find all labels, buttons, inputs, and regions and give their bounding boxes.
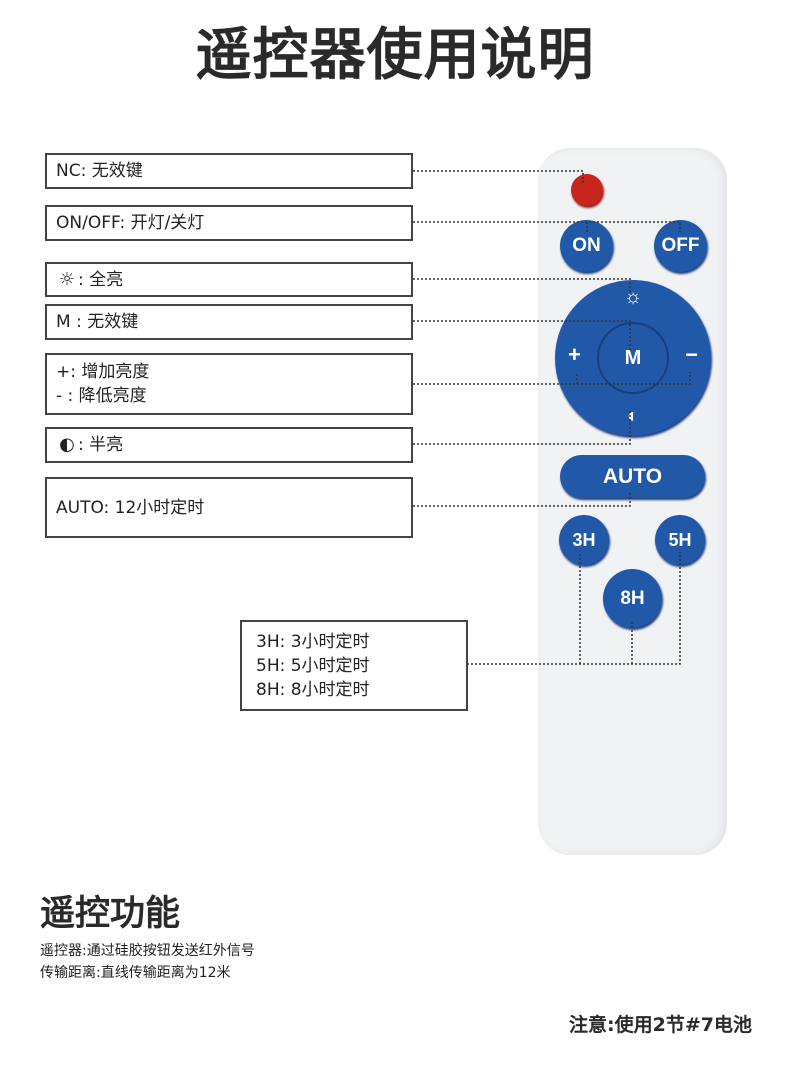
plus-button[interactable]: + <box>568 342 581 367</box>
full-brightness-button[interactable]: ☼ <box>623 286 643 308</box>
label-text: - : 降低亮度 <box>56 386 147 406</box>
off-button[interactable]: OFF <box>654 220 707 272</box>
label-half-brightness: ◐: 半亮 <box>45 427 413 463</box>
features-text: 遥控器:通过硅胶按钮发送红外信号 传输距离:直线传输距离为12米 <box>40 940 255 984</box>
page-title: 遥控器使用说明 <box>195 23 595 88</box>
m-button[interactable]: M <box>597 322 669 394</box>
label-hours: 3H: 3小时定时 5H: 5小时定时 8H: 8小时定时 <box>240 620 468 711</box>
battery-note: 注意:使用2节#7电池 <box>569 1014 752 1036</box>
label-m: M : 无效键 <box>45 304 413 340</box>
label-text: : 全亮 <box>78 269 124 290</box>
sun-icon: ☼ <box>58 268 76 290</box>
8h-button[interactable]: 8H <box>603 569 662 628</box>
label-text: AUTO: 12小时定时 <box>56 497 205 518</box>
label-full-brightness: ☼: 全亮 <box>45 262 413 297</box>
label-text: 3H: 3小时定时 <box>256 631 370 652</box>
5h-button[interactable]: 5H <box>655 515 705 565</box>
label-text: M : 无效键 <box>56 312 139 332</box>
label-text: 8H: 8小时定时 <box>256 679 370 700</box>
minus-button[interactable]: − <box>685 342 698 367</box>
label-text: NC: 无效键 <box>56 161 143 181</box>
label-text: 5H: 5小时定时 <box>256 655 370 676</box>
label-onoff: ON/OFF: 开灯/关灯 <box>45 205 413 241</box>
half-brightness-button[interactable]: ◐ <box>626 405 640 427</box>
label-text: : 半亮 <box>78 435 124 455</box>
auto-button[interactable]: AUTO <box>560 455 705 498</box>
label-auto: AUTO: 12小时定时 <box>45 477 413 538</box>
feature-line: 传输距离:直线传输距离为12米 <box>40 965 231 981</box>
label-nc: NC: 无效键 <box>45 153 413 189</box>
feature-line: 遥控器:通过硅胶按钮发送红外信号 <box>40 943 255 959</box>
label-plus-minus: +: 增加亮度 - : 降低亮度 <box>45 353 413 415</box>
half-sun-icon: ◐ <box>59 434 75 455</box>
label-text: ☼: 全亮 <box>56 268 411 292</box>
dpad: ☼ ◐ + − M <box>555 280 711 436</box>
on-button[interactable]: ON <box>560 220 613 272</box>
nc-button[interactable] <box>571 174 603 206</box>
label-text: +: 增加亮度 <box>56 362 150 382</box>
3h-button[interactable]: 3H <box>559 515 609 565</box>
label-text: ◐: 半亮 <box>56 433 411 457</box>
features-heading: 遥控功能 <box>40 894 181 934</box>
label-text: ON/OFF: 开灯/关灯 <box>56 213 205 233</box>
